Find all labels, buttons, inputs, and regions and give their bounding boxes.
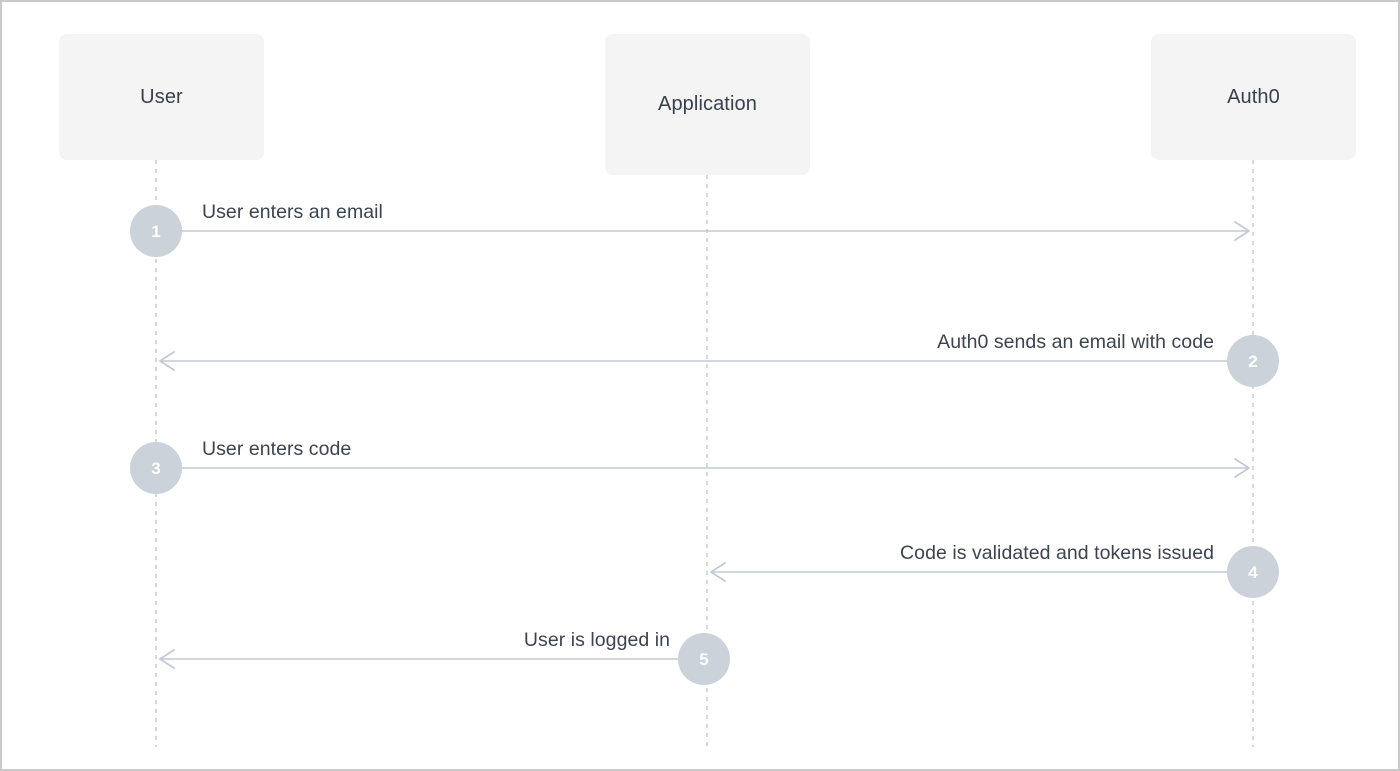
message-label-4: Code is validated and tokens issued bbox=[900, 542, 1214, 564]
participant-box-auth0[interactable]: Auth0 bbox=[1151, 34, 1356, 160]
message-arrowhead-3 bbox=[1234, 458, 1250, 478]
participant-box-user[interactable]: User bbox=[59, 34, 264, 160]
message-label-2: Auth0 sends an email with code bbox=[937, 331, 1214, 353]
message-badge-5[interactable]: 5 bbox=[678, 633, 730, 685]
lifelines-group bbox=[155, 160, 1254, 747]
message-arrowhead-5 bbox=[159, 649, 175, 669]
message-arrowhead-1 bbox=[1234, 221, 1250, 241]
message-badge-number-5: 5 bbox=[699, 649, 709, 669]
message-arrows-group bbox=[156, 221, 1253, 669]
message-badge-3[interactable]: 3 bbox=[130, 442, 182, 494]
message-arrowhead-4 bbox=[710, 562, 726, 582]
message-badge-2[interactable]: 2 bbox=[1227, 335, 1279, 387]
participant-box-application[interactable]: Application bbox=[605, 34, 810, 175]
message-label-3: User enters code bbox=[202, 438, 352, 460]
message-label-1: User enters an email bbox=[202, 201, 383, 223]
message-badge-number-3: 3 bbox=[151, 458, 161, 478]
message-badge-number-4: 4 bbox=[1248, 562, 1258, 582]
message-label-5: User is logged in bbox=[523, 629, 670, 651]
message-badge-4[interactable]: 4 bbox=[1227, 546, 1279, 598]
message-badge-1[interactable]: 1 bbox=[130, 205, 182, 257]
participant-label-application: Application bbox=[658, 93, 757, 115]
message-badge-number-2: 2 bbox=[1248, 351, 1258, 371]
participant-label-auth0: Auth0 bbox=[1227, 85, 1280, 108]
participant-label-user: User bbox=[140, 85, 183, 108]
message-arrowhead-2 bbox=[159, 351, 175, 371]
message-badge-number-1: 1 bbox=[151, 221, 161, 241]
